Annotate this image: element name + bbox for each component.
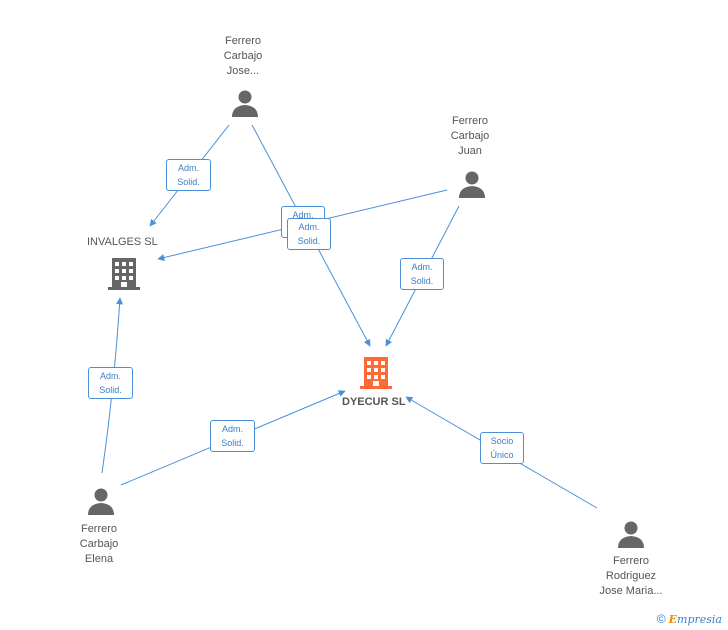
edge-label-jose-dyecur: Adm. Solid.	[287, 218, 331, 250]
person-icon-juan[interactable]	[459, 171, 485, 199]
empresia-logo[interactable]: © Empresia	[657, 612, 722, 626]
person-icon-jose[interactable]	[232, 90, 258, 118]
person-label-jose[interactable]: Ferrero Carbajo Jose...	[223, 35, 263, 77]
edge-label-elena-dyecur: Adm. Solid.	[210, 420, 255, 452]
brand-wordmark: Empresia	[668, 613, 722, 626]
building-icon-invalges[interactable]	[108, 258, 140, 290]
edge-label-jose-invalges: Adm. Solid.	[166, 159, 211, 191]
person-label-elena[interactable]: Ferrero Carbajo Elena	[79, 523, 119, 565]
person-label-rodriguez[interactable]: Ferrero Rodriguez Jose Maria...	[599, 555, 663, 597]
company-label-invalges[interactable]: INVALGES SL	[87, 236, 158, 248]
building-icon-dyecur[interactable]	[360, 357, 392, 389]
edge-label-rodriguez-dyecur: Socio Único	[480, 432, 524, 464]
person-icon-elena[interactable]	[88, 488, 114, 516]
person-icon-rodriguez[interactable]	[618, 521, 644, 549]
edge-label-juan-dyecur: Adm. Solid.	[400, 258, 444, 290]
company-label-dyecur[interactable]: DYECUR SL	[342, 396, 406, 408]
edge-label-elena-invalges: Adm. Solid.	[88, 367, 133, 399]
copyright-symbol: ©	[656, 612, 666, 626]
person-label-juan[interactable]: Ferrero Carbajo Juan	[450, 115, 490, 157]
